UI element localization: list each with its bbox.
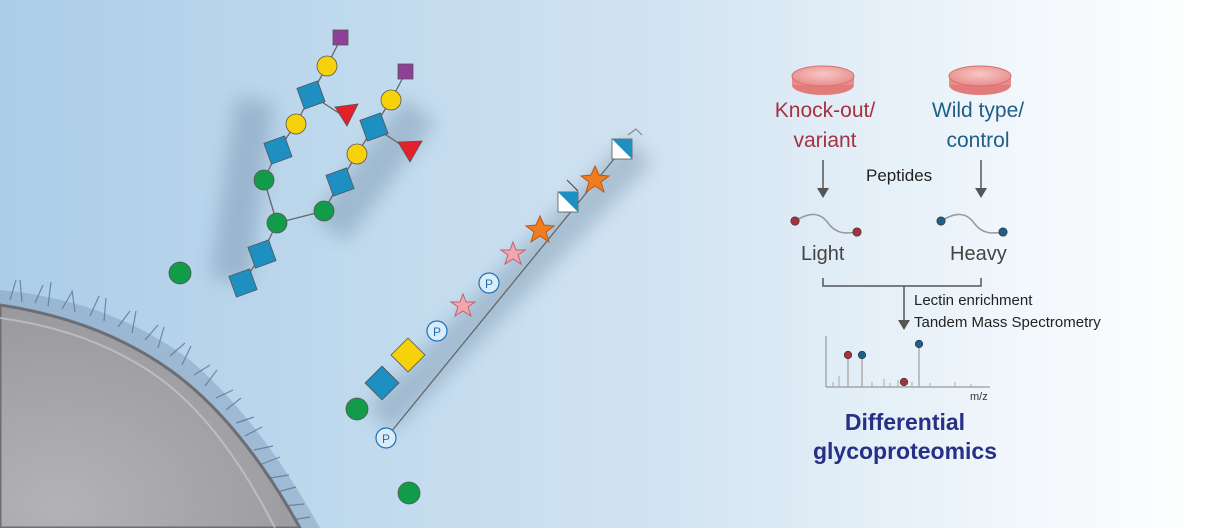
galactose-circle	[316, 55, 338, 77]
glcnac-square	[359, 112, 389, 142]
spectrum-peaks	[847, 344, 920, 387]
chain-end-bracket	[627, 128, 643, 136]
mannose-circle	[313, 200, 335, 222]
light-label: Light	[801, 243, 845, 265]
phosphate-circle	[478, 272, 500, 294]
mannose-circle	[397, 481, 421, 505]
glcnac-square	[247, 239, 277, 269]
fucose-triangle	[397, 140, 423, 163]
glcnac-square	[296, 80, 326, 110]
mz-axis-label: m/z	[970, 391, 988, 403]
phosphate-circle	[426, 320, 448, 342]
sialic-acid-diamond	[397, 63, 414, 80]
cell-surface	[0, 279, 320, 528]
mannose-circle	[253, 169, 275, 191]
sialic-acid-diamond	[332, 29, 349, 46]
knockout-label: Knock-out/ variant	[774, 99, 876, 152]
wildtype-label: Wild type/ control	[931, 99, 1025, 152]
heavy-peptide	[936, 213, 1008, 237]
chain-shadows	[210, 97, 653, 433]
uronic-acid-square	[557, 191, 579, 213]
peptides-label: Peptides	[866, 166, 933, 185]
heavy-label: Heavy	[950, 243, 1007, 265]
light-peak-marker	[843, 350, 853, 360]
phosphate-label: P	[433, 325, 441, 339]
uronic-acid-square	[611, 138, 633, 160]
light-peptide	[790, 213, 862, 237]
sulfated-sugar-star	[499, 240, 527, 266]
phosphate-label: P	[485, 277, 493, 291]
mass-spectrum	[825, 336, 990, 388]
wildtype-dish	[948, 65, 1012, 95]
arrows	[817, 160, 987, 330]
galactose-circle	[380, 89, 402, 111]
xylose-star	[579, 164, 611, 194]
knockout-dish	[791, 65, 855, 95]
heavy-peak-marker	[857, 350, 867, 360]
linkage-mark	[566, 179, 579, 192]
sulfated-sugar-star	[449, 292, 477, 318]
glcnac-square	[364, 365, 400, 401]
mannose-circle	[266, 212, 288, 234]
glycocalyx-fibers	[9, 279, 311, 521]
enrichment-step-label: Lectin enrichment	[914, 292, 1033, 309]
glcnac-square	[263, 135, 293, 165]
mannose-circle	[345, 397, 369, 421]
xylose-star	[524, 214, 556, 244]
light-peak-marker	[899, 377, 909, 387]
heavy-peak-marker	[914, 339, 924, 349]
glcnac-square	[228, 268, 258, 298]
figure-title: Differential glycoproteomics	[812, 409, 998, 464]
fucose-triangle	[334, 103, 359, 127]
phosphate-label: P	[382, 432, 390, 446]
glycan-chain-branched	[228, 29, 423, 298]
ms-step-label: Tandem Mass Spectrometry	[914, 314, 1101, 331]
glycan-chain-linear: P P P	[345, 128, 643, 449]
galnac-square	[390, 337, 426, 373]
phosphate-circle	[375, 427, 397, 449]
spectrum-ticks	[832, 376, 972, 387]
galactose-circle	[285, 113, 307, 135]
mannose-circle	[168, 261, 192, 285]
glcnac-square	[325, 167, 355, 197]
galactose-circle	[346, 143, 368, 165]
